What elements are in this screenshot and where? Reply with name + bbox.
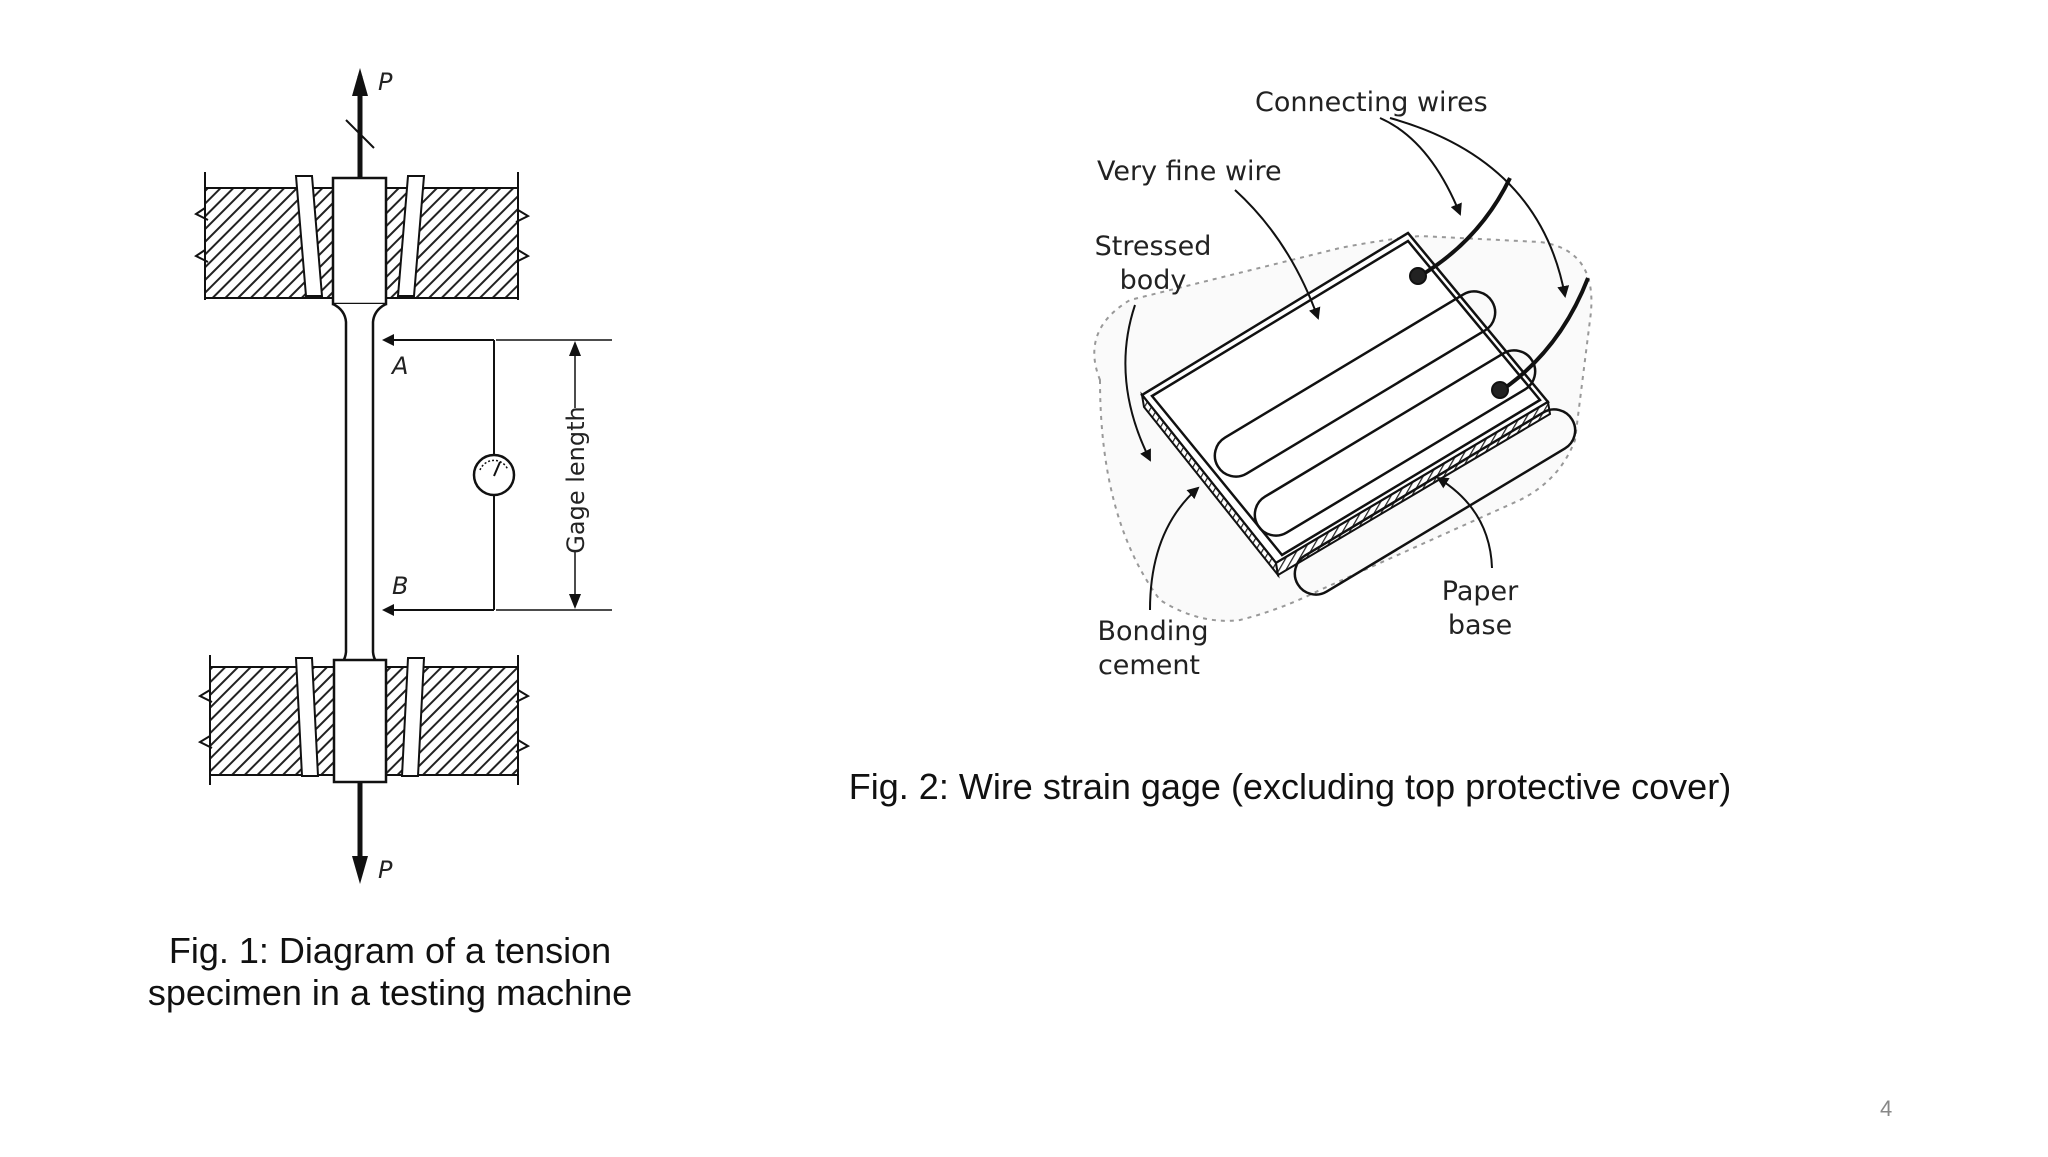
load-label-bottom: P (378, 856, 393, 884)
connecting-wire-2 (1500, 277, 1590, 392)
gage-arrowhead-down (569, 594, 581, 609)
point-b-label: B (392, 572, 408, 600)
leader-bonding-cement (1149, 486, 1200, 611)
upper-grip (194, 172, 531, 306)
label-connecting-wires: Connecting wires (1255, 87, 1488, 118)
leader-stressed-body (1124, 304, 1151, 462)
gage-arrowhead-up (569, 341, 581, 356)
load-arrowhead-bottom (352, 856, 368, 884)
label-bonding-cement-line1: Bonding (1097, 616, 1208, 647)
label-bonding-cement-line2: cement (1098, 650, 1200, 681)
figure2-caption: Fig. 2: Wire strain gage (excluding top … (848, 766, 1732, 807)
break-tick-top (345, 119, 375, 149)
solder-joint-1 (1409, 267, 1427, 285)
fine-wire-grid (1213, 290, 1577, 596)
specimen-neck (332, 302, 387, 672)
point-a-label: A (390, 352, 408, 380)
load-arrowhead-top (352, 68, 368, 96)
label-paper-base-line2: base (1448, 610, 1512, 641)
wire-strain-gage-diagram: Connecting wires Very fine wire Stressed… (1093, 87, 1593, 681)
gage-length-label: Gage length (562, 406, 590, 553)
leader-paper-base (1436, 476, 1493, 569)
figure1-caption: Fig. 1: Diagram of a tension specimen in… (130, 930, 650, 1014)
solder-joint-2 (1491, 381, 1509, 399)
label-very-fine-wire: Very fine wire (1097, 156, 1282, 187)
label-stressed-body-line2: body (1120, 265, 1187, 296)
label-stressed-body-line1: Stressed (1095, 231, 1212, 262)
figure1-caption-line2: specimen in a testing machine (147, 972, 633, 1013)
lower-grip (197, 655, 531, 785)
dial-gauge-icon (472, 453, 516, 497)
tension-specimen-diagram: P (194, 68, 612, 884)
label-paper-base-line1: Paper (1442, 576, 1519, 607)
load-label-top: P (378, 68, 393, 96)
figure1-caption-line1: Fig. 1: Diagram of a tension (168, 930, 612, 971)
connecting-wire-1 (1418, 177, 1512, 278)
page-number: 4 (1880, 1096, 1893, 1121)
gage-grid-top (1150, 239, 1542, 557)
leader-very-fine-wire (1234, 189, 1321, 320)
leader-connecting-wire-1 (1379, 117, 1462, 216)
leader-connecting-wire-2 (1389, 117, 1570, 298)
